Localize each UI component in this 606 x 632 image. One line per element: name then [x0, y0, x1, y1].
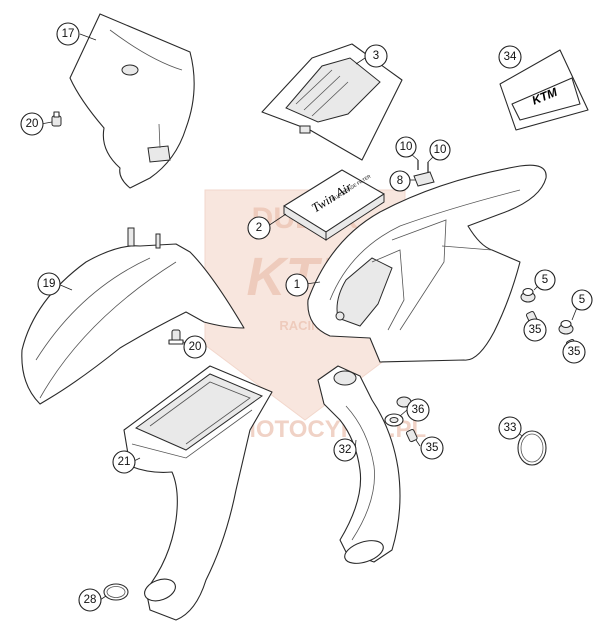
svg-text:28: 28 [84, 594, 97, 606]
callout-10-left: 10 [395, 136, 417, 158]
callout-35-upper: 35 [523, 318, 547, 342]
svg-text:10: 10 [434, 144, 447, 156]
part-1-rear-fender [307, 164, 547, 363]
part-17-number-plate [69, 13, 195, 189]
parts-10-8-small-hardware [413, 160, 435, 187]
svg-text:10: 10 [400, 141, 413, 153]
bolt-20-upper [51, 111, 62, 127]
svg-text:36: 36 [412, 404, 425, 416]
svg-text:17: 17 [62, 28, 75, 40]
svg-text:1: 1 [294, 279, 300, 291]
svg-text:20: 20 [189, 341, 202, 353]
svg-text:5: 5 [579, 294, 585, 306]
callout-20-lower: 20 [183, 335, 207, 359]
callout-19: 19 [37, 272, 61, 296]
callout-32: 32 [333, 438, 357, 462]
svg-text:5: 5 [542, 274, 548, 286]
svg-text:8: 8 [397, 175, 403, 187]
callout-5-lower: 5 [571, 289, 593, 311]
svg-text:34: 34 [504, 51, 517, 63]
svg-text:35: 35 [426, 442, 439, 454]
part-21-airbox [123, 365, 273, 621]
part-34-ktm-sticker: KTM [499, 49, 589, 131]
parts-36-35-hardware [384, 413, 418, 443]
callout-34: 34 [498, 45, 522, 69]
svg-text:2: 2 [256, 222, 262, 234]
part-2-air-filter-pack: Twin Air DUAL-STAGE FILTER [283, 169, 385, 241]
part-3-airbox-cover [261, 43, 403, 161]
svg-text:20: 20 [26, 118, 39, 130]
callout-2: 2 [247, 216, 271, 240]
svg-text:32: 32 [339, 444, 352, 456]
callout-10-right: 10 [429, 139, 451, 161]
svg-text:33: 33 [504, 422, 517, 434]
part-28-hose-clamp [103, 583, 129, 601]
callout-33: 33 [498, 416, 522, 440]
callout-17: 17 [56, 22, 80, 46]
callout-8: 8 [389, 170, 411, 192]
callout-21: 21 [112, 450, 136, 474]
callout-20-upper: 20 [20, 112, 44, 136]
svg-text:19: 19 [43, 278, 56, 290]
svg-text:21: 21 [118, 456, 131, 468]
callout-3: 3 [364, 44, 388, 68]
svg-text:35: 35 [568, 346, 581, 358]
bolt-20-lower [168, 329, 184, 345]
callout-28: 28 [78, 588, 102, 612]
callout-36: 36 [406, 398, 430, 422]
callout-35-center: 35 [420, 436, 444, 460]
callout-1: 1 [285, 273, 309, 297]
part-32-intake-duct [317, 365, 412, 564]
svg-text:35: 35 [529, 324, 542, 336]
part-33-clamp-ring [517, 430, 547, 466]
callout-5-upper: 5 [534, 269, 556, 291]
part-19-front-fender [21, 227, 245, 405]
svg-text:3: 3 [373, 50, 379, 62]
callout-35-lower: 35 [562, 340, 586, 364]
